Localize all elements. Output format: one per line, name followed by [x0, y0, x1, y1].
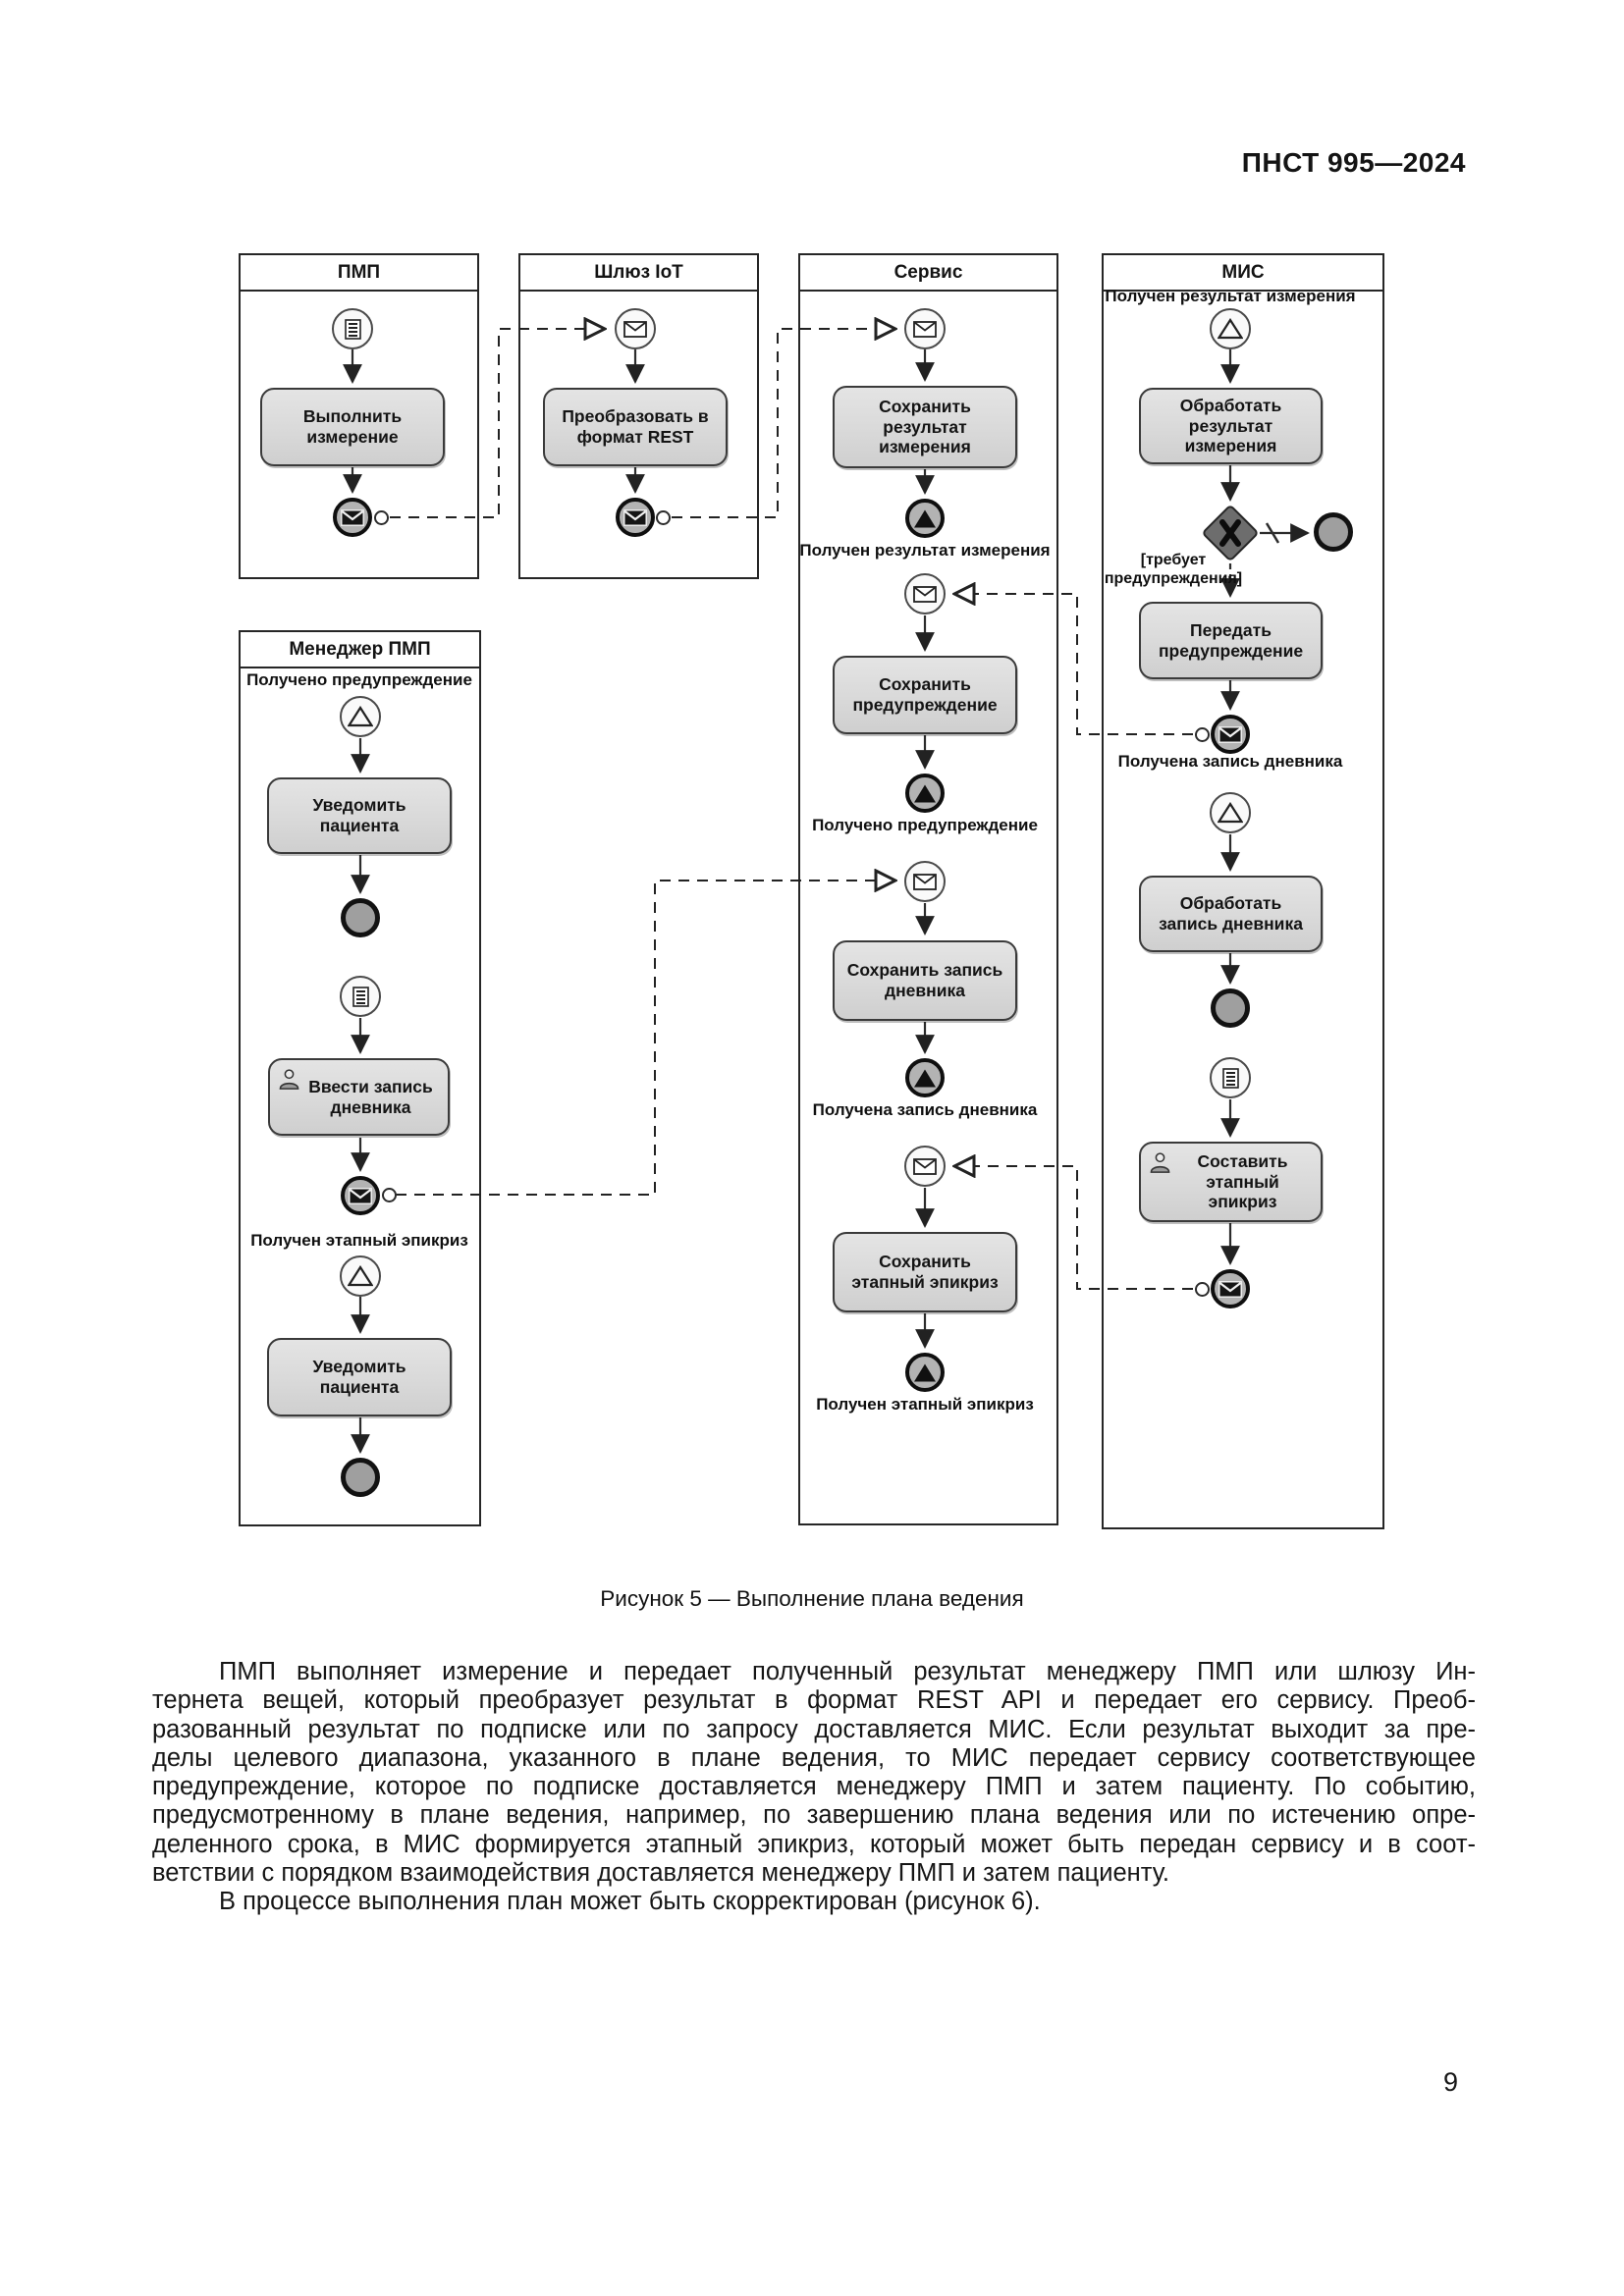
body-line: предусмотренному в плане ведения, наприм… — [152, 1801, 1476, 1830]
mis-label-result-received: Получен результат измерения — [1105, 287, 1356, 305]
task-save-diary: Сохранить запись дневника — [833, 940, 1017, 1021]
service-signal-end-1 — [905, 499, 945, 538]
label-diary-received: Получена запись дневника — [812, 1100, 1038, 1119]
manager-message-anchor — [382, 1188, 397, 1202]
signal-icon — [348, 1265, 373, 1287]
task-label: Составить этапный эпикриз — [1197, 1151, 1288, 1212]
mis-end-event-1 — [1314, 512, 1353, 552]
message-icon — [1218, 1280, 1242, 1298]
mis-signal-start-1 — [1210, 308, 1251, 349]
signal-icon — [1218, 318, 1243, 340]
pmp-start-event — [332, 308, 373, 349]
service-signal-end-2 — [905, 774, 945, 813]
message-icon — [341, 508, 364, 526]
signal-icon — [914, 784, 936, 802]
message-icon — [623, 320, 647, 338]
task-convert-rest: Преобразовать в формат REST — [543, 388, 728, 466]
mis-signal-start-2 — [1210, 792, 1251, 833]
manager-signal-start-2 — [340, 1255, 381, 1297]
lane-title-mis: МИС — [1104, 255, 1382, 292]
service-message-event-2 — [904, 573, 946, 614]
body-line: делы целевого диапазона, указанного в пл… — [152, 1743, 1476, 1772]
document-icon — [344, 318, 361, 340]
manager-label-epicrisis-received: Получен этапный эпикриз — [250, 1231, 468, 1250]
message-icon — [913, 1157, 937, 1175]
task-enter-diary: Ввести запись дневника — [268, 1058, 450, 1136]
lane-title-iot: Шлюз IоТ — [520, 255, 757, 292]
lane-title-pmp-manager: Менеджер ПМП — [241, 632, 479, 668]
service-message-start-1 — [904, 308, 946, 349]
task-process-diary: Обработать запись дневника — [1139, 876, 1323, 952]
iot-message-start-event — [615, 308, 656, 349]
signal-icon — [914, 1069, 936, 1087]
label-warning-received: Получено предупреждение — [812, 816, 1038, 834]
service-message-event-4 — [904, 1146, 946, 1187]
mis-message-anchor-2 — [1195, 1282, 1210, 1297]
task-send-warning: Передать предупреждение — [1139, 602, 1323, 679]
lane-title-service: Сервис — [800, 255, 1056, 292]
manager-signal-start-1 — [340, 696, 381, 737]
signal-icon — [348, 706, 373, 727]
manager-start-event-document — [340, 976, 381, 1017]
x-gateway-icon — [1219, 519, 1241, 547]
body-text: ПМП выполняет измерение и передает получ… — [152, 1658, 1476, 1917]
mis-message-anchor-1 — [1195, 727, 1210, 742]
mis-start-event-document — [1210, 1057, 1251, 1098]
iot-end-message-event — [616, 498, 655, 537]
document-icon — [352, 986, 369, 1007]
pmp-message-anchor — [374, 510, 389, 525]
body-line: предупреждение, которое по подписке дост… — [152, 1773, 1476, 1801]
message-icon — [913, 873, 937, 890]
mis-end-message-1 — [1211, 715, 1250, 754]
iot-message-anchor — [656, 510, 671, 525]
task-perform-measurement: Выполнить измерение — [260, 388, 445, 466]
user-icon — [1150, 1152, 1170, 1173]
document-code: ПНСТ 995—2024 — [1241, 147, 1466, 178]
signal-icon — [1218, 802, 1243, 824]
body-line: ветствии с порядком взаимодействия доста… — [152, 1859, 1169, 1888]
signal-icon — [914, 509, 936, 527]
lane-title-pmp: ПМП — [241, 255, 477, 292]
message-icon — [1218, 725, 1242, 743]
user-icon — [279, 1069, 299, 1090]
task-notify-patient-2: Уведомить пациента — [267, 1338, 452, 1416]
mis-end-message-2 — [1211, 1269, 1250, 1308]
task-notify-patient-1: Уведомить пациента — [267, 777, 452, 854]
service-message-event-3 — [904, 861, 946, 902]
task-save-result: Сохранить результат измерения — [833, 386, 1017, 468]
mis-label-diary-received: Получена запись дневника — [1117, 752, 1343, 771]
task-label: Ввести запись дневника — [308, 1076, 433, 1117]
label-epicrisis-received: Получен этапный эпикриз — [816, 1395, 1034, 1414]
manager-end-message-event — [341, 1176, 380, 1215]
message-icon — [349, 1187, 372, 1204]
task-save-warning: Сохранить предупреждение — [833, 656, 1017, 734]
gateway-condition-label: [требует предупреждения] — [1104, 552, 1243, 587]
pmp-end-message-event — [333, 498, 372, 537]
document-icon — [1221, 1067, 1239, 1089]
body-line: В процессе выполнения план может быть ск… — [219, 1888, 1041, 1916]
message-icon — [913, 320, 937, 338]
message-icon — [913, 585, 937, 603]
label-result-received: Получен результат измерения — [799, 541, 1051, 560]
manager-label-warning-received: Получено предупреждение — [246, 670, 472, 689]
figure-caption: Рисунок 5 — Выполнение плана ведения — [600, 1586, 1024, 1611]
service-signal-end-4 — [905, 1353, 945, 1392]
message-flows — [390, 329, 1193, 1290]
task-save-epicrisis: Сохранить этапный эпикриз — [833, 1232, 1017, 1312]
manager-end-event-1 — [341, 898, 380, 937]
message-icon — [623, 508, 647, 526]
body-line: разованный результат по подписке или по … — [152, 1715, 1476, 1743]
task-compose-epicrisis: Составить этапный эпикриз — [1139, 1142, 1323, 1222]
task-process-result: Обработать результат измерения — [1139, 388, 1323, 464]
page-number: 9 — [1443, 2067, 1459, 2097]
body-line: ПМП выполняет измерение и передает получ… — [219, 1658, 1476, 1685]
body-line: тернета вещей, который преобразует резул… — [152, 1686, 1476, 1715]
service-signal-end-3 — [905, 1058, 945, 1097]
signal-icon — [914, 1363, 936, 1381]
body-line: деленного срока, в МИС формируется этапн… — [152, 1830, 1476, 1858]
mis-end-event-2 — [1211, 988, 1250, 1028]
manager-end-event-2 — [341, 1458, 380, 1497]
